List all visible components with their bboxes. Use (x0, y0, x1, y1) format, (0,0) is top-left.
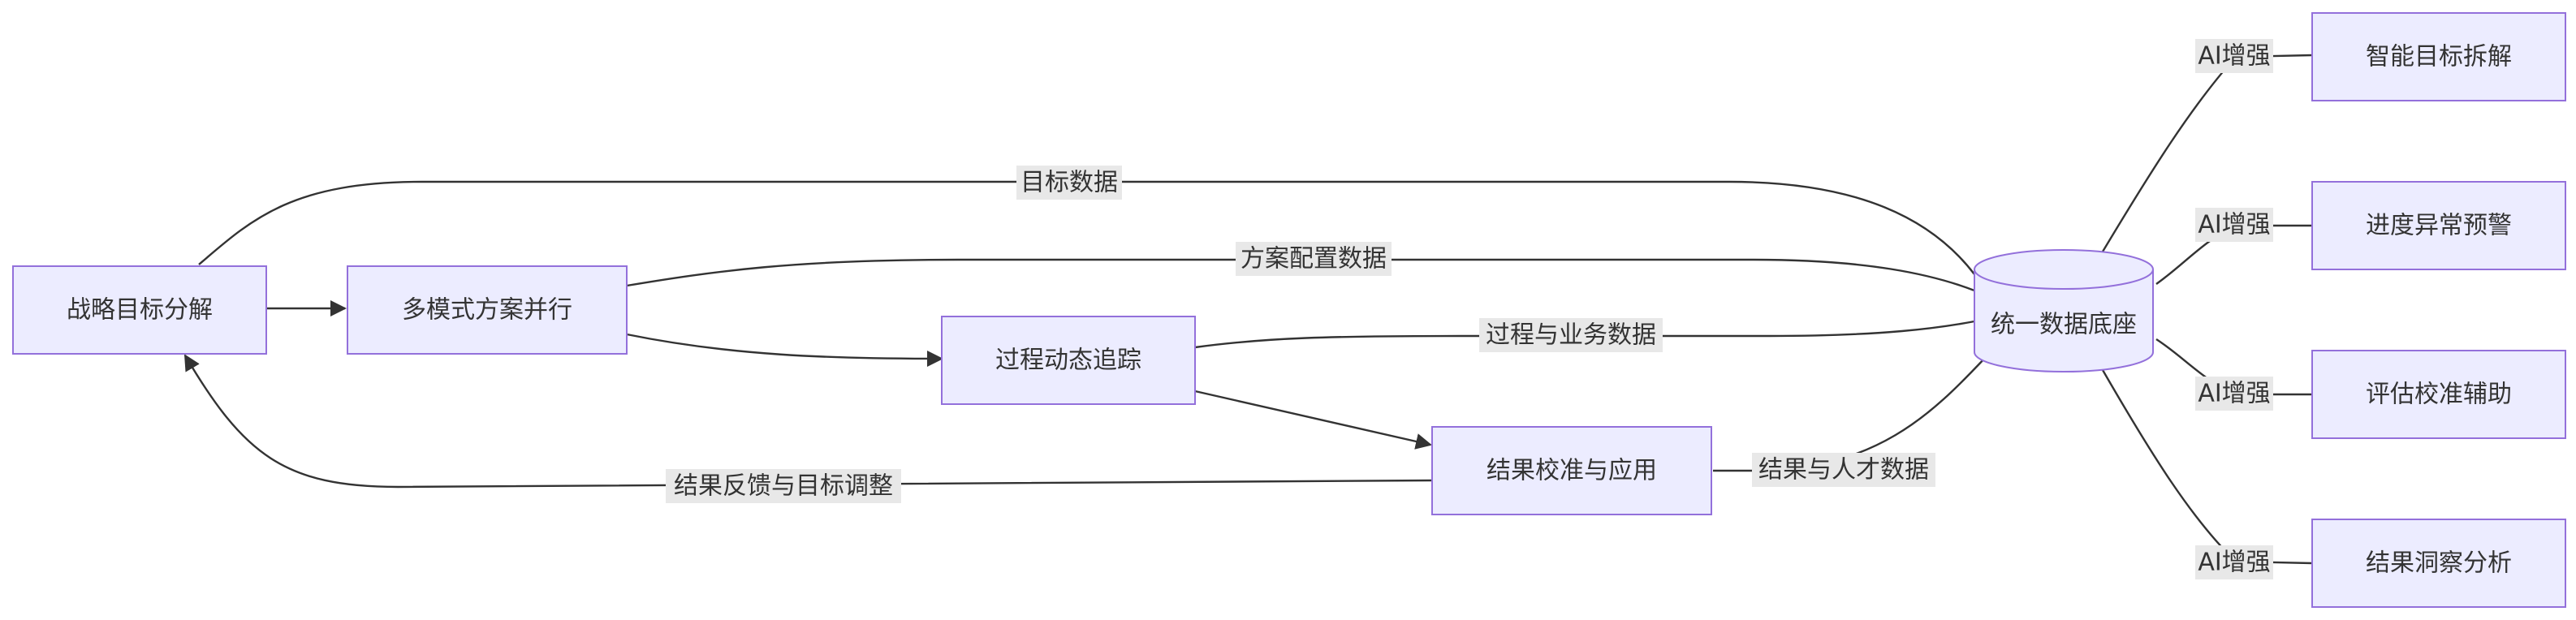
node-eval-assist[interactable]: 评估校准辅助 (2311, 350, 2566, 439)
edge-label-ai-2: AI增强 (2195, 208, 2273, 242)
edge-multimode-to-process (626, 333, 943, 367)
edge-label-feedback: 结果反馈与目标调整 (666, 469, 901, 503)
node-multimode[interactable]: 多模式方案并行 (347, 265, 628, 355)
svg-text:方案配置数据: 方案配置数据 (1241, 245, 1387, 273)
edge-label-ai-3: AI增强 (2195, 377, 2273, 411)
edge-result-to-strategy (183, 354, 1433, 489)
svg-text:结果校准与应用: 结果校准与应用 (1486, 457, 1657, 485)
svg-text:AI增强: AI增强 (2198, 549, 2270, 577)
node-result[interactable]: 结果校准与应用 (1431, 426, 1712, 515)
node-insight[interactable]: 结果洞察分析 (2311, 519, 2566, 608)
node-process[interactable]: 过程动态追踪 (941, 316, 1196, 405)
svg-text:目标数据: 目标数据 (1020, 169, 1118, 197)
edge-label-goal-data: 目标数据 (1016, 166, 1122, 200)
svg-text:过程与业务数据: 过程与业务数据 (1486, 321, 1656, 350)
node-progress-alert[interactable]: 进度异常预警 (2311, 181, 2566, 270)
svg-text:智能目标拆解: 智能目标拆解 (2366, 43, 2512, 71)
edge-label-plan-config-data: 方案配置数据 (1236, 242, 1392, 276)
nodes: 战略目标分解 多模式方案并行 过程动态追踪 结果校准与应用 统一数据底座 智能目… (12, 12, 2566, 608)
svg-text:过程动态追踪: 过程动态追踪 (995, 347, 1141, 375)
node-smart-goal[interactable]: 智能目标拆解 (2311, 12, 2566, 101)
edge-process-to-database (1194, 320, 1975, 349)
svg-text:结果洞察分析: 结果洞察分析 (2366, 549, 2512, 578)
svg-text:结果与人才数据: 结果与人才数据 (1758, 456, 1929, 484)
edge-label-ai-4: AI增强 (2195, 545, 2273, 579)
svg-text:评估校准辅助: 评估校准辅助 (2366, 381, 2512, 409)
svg-text:AI增强: AI增强 (2198, 42, 2270, 71)
edges (183, 54, 2313, 565)
svg-text:多模式方案并行: 多模式方案并行 (402, 296, 572, 325)
svg-text:结果反馈与目标调整: 结果反馈与目标调整 (674, 472, 893, 501)
svg-text:AI增强: AI增强 (2198, 211, 2270, 239)
edge-label-ai-1: AI增强 (2195, 39, 2273, 73)
edge-strategy-to-database (198, 180, 1975, 275)
edge-multimode-to-database (626, 258, 1975, 292)
edge-labels: 目标数据 方案配置数据 过程与业务数据 结果与人才数据 结果反馈与目标调整 AI… (666, 39, 2273, 579)
edge-label-process-business-data: 过程与业务数据 (1479, 318, 1663, 352)
svg-text:战略目标分解: 战略目标分解 (67, 296, 213, 325)
edge-label-result-talent-data: 结果与人才数据 (1752, 453, 1935, 487)
svg-text:统一数据底座: 统一数据底座 (1991, 311, 2137, 339)
edge-process-to-result (1194, 390, 1432, 450)
svg-text:AI增强: AI增强 (2198, 380, 2270, 408)
node-strategy[interactable]: 战略目标分解 (12, 265, 267, 355)
svg-text:进度异常预警: 进度异常预警 (2366, 212, 2512, 240)
node-database[interactable]: 统一数据底座 (1974, 249, 2154, 372)
